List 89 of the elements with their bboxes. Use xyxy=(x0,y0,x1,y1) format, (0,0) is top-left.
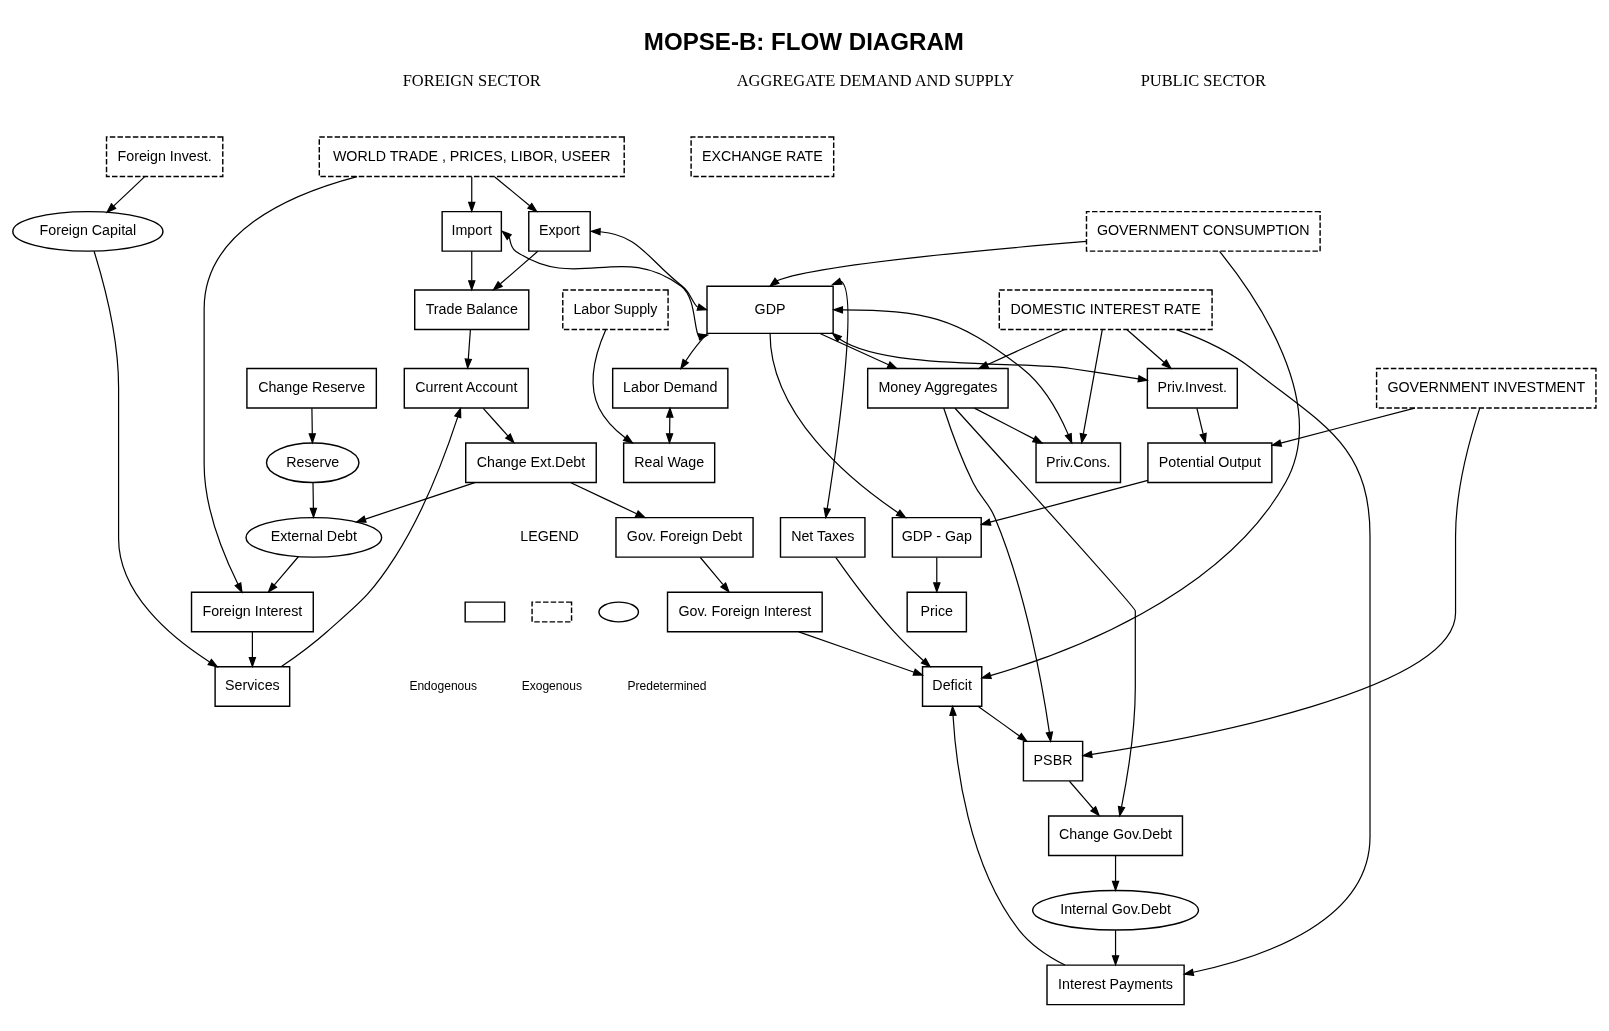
legend-label: Predetermined xyxy=(627,678,707,693)
arrow xyxy=(949,704,1066,966)
arrow xyxy=(1111,929,1120,966)
node-box: Priv.Invest. xyxy=(1146,367,1238,409)
node-ellipse: Internal Gov.Debt xyxy=(1031,889,1200,931)
label: LEGEND xyxy=(520,527,579,544)
arrow xyxy=(570,481,647,518)
arrow xyxy=(973,407,1044,444)
diagram-title: MOPSE-B: FLOW DIAGRAM xyxy=(643,27,964,55)
node-box: Import xyxy=(441,210,503,252)
arrow xyxy=(979,479,1149,526)
arrow xyxy=(464,328,473,370)
arrow xyxy=(932,556,941,594)
node-box: Change Ext.Debt xyxy=(465,441,597,483)
arrow xyxy=(309,481,318,519)
arrow xyxy=(831,331,1150,383)
node-box: DOMESTIC INTEREST RATE xyxy=(998,288,1213,330)
arrow xyxy=(980,250,1300,679)
arrow xyxy=(501,229,710,341)
node-box: Net Taxes xyxy=(779,516,866,558)
arrow xyxy=(977,328,1066,369)
arrow xyxy=(679,332,709,370)
arrow xyxy=(248,630,257,668)
node-box: EXCHANGE RATE xyxy=(690,135,835,177)
arrow xyxy=(355,481,476,523)
arrow xyxy=(467,175,476,213)
label: AGGREGATE DEMAND AND SUPPLY xyxy=(736,70,1015,90)
node-box: Foreign Interest xyxy=(190,591,314,632)
node-box: Gov. Foreign Debt xyxy=(615,516,754,558)
arrow xyxy=(819,332,899,369)
arrow xyxy=(280,406,462,667)
arrow xyxy=(831,305,1073,444)
node-box: Change Reserve xyxy=(246,367,378,409)
node-box: Export xyxy=(528,210,591,252)
node-ellipse: Foreign Capital xyxy=(12,210,164,252)
arrow xyxy=(308,407,317,444)
arrow xyxy=(492,250,539,291)
arrow xyxy=(592,328,635,444)
label: FOREIGN SECTOR xyxy=(402,70,541,90)
arrow xyxy=(943,406,1054,743)
arrow xyxy=(589,227,709,311)
node-box: GDP xyxy=(706,285,834,334)
node-box: GOVERNMENT CONSUMPTION xyxy=(1085,210,1321,252)
node-box: Labor Supply xyxy=(562,288,669,330)
node-box: Money Aggregates xyxy=(866,367,1009,409)
arrow xyxy=(1081,407,1481,758)
arrow xyxy=(1111,854,1120,892)
arrow xyxy=(954,407,1136,817)
node-box: Priv.Cons. xyxy=(1035,441,1122,483)
node-box: GDP - Gap xyxy=(891,516,982,558)
node-box: Price xyxy=(906,591,968,632)
node-box: Trade Balance xyxy=(414,288,530,330)
node-box: WORLD TRADE , PRICES, LIBOR, USEER xyxy=(318,135,625,177)
arrow xyxy=(1126,328,1173,369)
arrow xyxy=(823,277,849,519)
arrow xyxy=(1175,328,1371,976)
node-box: Services xyxy=(214,665,291,707)
arrow xyxy=(835,556,932,668)
arrow xyxy=(768,240,1087,287)
node-box: PSBR xyxy=(1022,740,1084,782)
arrow xyxy=(203,175,358,594)
node-box: Gov. Foreign Interest xyxy=(666,591,823,632)
node-box: Deficit xyxy=(921,665,983,707)
node-box: Foreign Invest. xyxy=(105,135,224,177)
arrow xyxy=(699,556,731,593)
arrow xyxy=(494,175,538,213)
node-box: Potential Output xyxy=(1147,441,1273,483)
arrow xyxy=(1196,407,1207,444)
arrow xyxy=(978,705,1029,742)
legend-label: Exogenous xyxy=(521,678,582,693)
arrow xyxy=(1068,780,1101,817)
node-box: Interest Payments xyxy=(1046,963,1185,1005)
node-box: Labor Demand xyxy=(611,367,729,409)
node-box: Current Account xyxy=(403,367,529,409)
arrow xyxy=(1270,406,1416,447)
arrow xyxy=(482,407,516,444)
arrow xyxy=(467,250,476,291)
node-box: Change Gov.Debt xyxy=(1047,814,1184,856)
node-box: GOVERNMENT INVESTMENT xyxy=(1375,367,1597,409)
arrow xyxy=(1079,328,1103,444)
arrow xyxy=(769,332,907,519)
arrow xyxy=(105,175,146,213)
arrow xyxy=(93,250,219,668)
node-box: Real Wage xyxy=(622,441,716,483)
node-ellipse: Reserve xyxy=(265,441,360,483)
arrow xyxy=(798,630,925,676)
arrow xyxy=(267,555,299,593)
label: PUBLIC SECTOR xyxy=(1140,70,1266,90)
legend-label: Endogenous xyxy=(409,678,478,693)
